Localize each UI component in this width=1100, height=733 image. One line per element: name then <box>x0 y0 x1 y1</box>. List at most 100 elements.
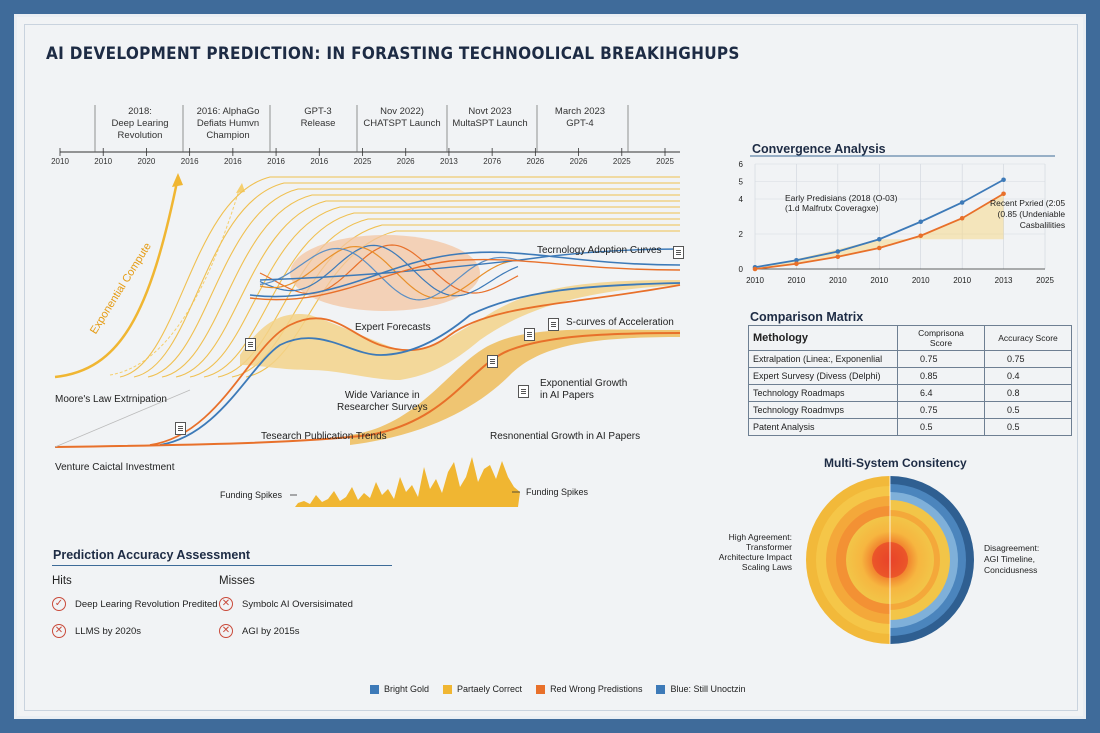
expert-forecasts-label: Expert Forecasts <box>355 322 431 333</box>
y-tick-label: 4 <box>739 195 744 204</box>
research-trend-band <box>350 329 680 445</box>
column-header: Accuracy Score <box>984 325 1072 351</box>
convergence-title: Convergence Analysis <box>752 142 886 156</box>
projection-line <box>217 218 680 378</box>
timeline-tick-label: 2010 <box>51 157 69 166</box>
projection-line <box>203 212 680 378</box>
poster-title: AI DEVELOPMENT PREDICTION: IN FORASTING … <box>46 44 740 64</box>
table-cell: Extralpation (Linea:, Exponenlial <box>748 350 898 368</box>
accuracy-item-label: LLMS by 2020s <box>75 625 142 637</box>
legend-item: Bright Gold <box>370 684 429 694</box>
cross-icon: ✕ <box>52 624 66 638</box>
timeline-tick-label: 2025 <box>353 157 372 166</box>
timeline-event: March 2023 GPT-4 <box>554 106 606 129</box>
recent-period-note: Recent Pxried (2:05 (0.85 (Undeniable Ca… <box>990 198 1066 230</box>
projection-line <box>119 176 680 378</box>
table-cell: 0.5 <box>984 401 1072 419</box>
wave-curve <box>259 245 519 299</box>
expert-forecast-orange <box>149 284 681 446</box>
projection-line <box>189 206 680 378</box>
data-point <box>1001 191 1006 197</box>
timeline-tick-label: 2076 <box>483 157 502 166</box>
timeline-tick-label: 2020 <box>137 157 156 166</box>
document-icon <box>245 338 256 351</box>
misses-heading: Misses <box>219 575 255 587</box>
consistency-radial-chart <box>806 476 974 644</box>
tech-adoption-label: Tecrnology Adoption Curves <box>537 245 662 256</box>
document-icon <box>673 246 684 259</box>
legend: Bright Gold Partaely Correct Red Wrong Pre… <box>370 684 760 694</box>
legend-item: Partaely Correct <box>443 684 522 694</box>
hits-heading: Hits <box>52 575 72 587</box>
accuracy-title: Prediction Accuracy Assessment <box>53 548 251 562</box>
y-tick-label: 5 <box>739 178 744 187</box>
accuracy-item: ✓Deep Learing Revolution Predited <box>52 597 218 611</box>
timeline-tick-label: 2025 <box>656 157 674 166</box>
high-agreement-label: High Agreement: Transformer Architecture… <box>718 532 792 572</box>
legend-label: Blue: Still Unoctzin <box>670 684 746 694</box>
legend-swatch <box>536 684 546 694</box>
accuracy-item: ✕ LLMS by 2020s <box>52 624 141 638</box>
data-point <box>794 257 799 263</box>
table-cell: 0.75 <box>897 350 985 368</box>
table-cell: Expert Survesy (Divess (Delphi) <box>748 367 898 385</box>
projection-line <box>133 182 680 378</box>
timeline-tick-label: 2026 <box>526 157 545 166</box>
x-tick-label: 2025 <box>1036 276 1054 285</box>
legend-item: Red Wrong Predistions <box>536 684 642 694</box>
accuracy-divider <box>52 565 392 566</box>
table-cell: Technology Roadmaps <box>748 384 898 402</box>
y-tick-label: 0 <box>739 265 744 274</box>
consistency-title: Multi-System Consitency <box>824 456 967 470</box>
venture-capital-label: Venture Caictal Investment <box>55 462 175 473</box>
cross-icon: ✕ <box>219 597 233 611</box>
cross-icon: ✕ <box>219 624 233 638</box>
early-predictions-note: Early Predisians (2018 (O-03) (1.d Malfr… <box>785 193 898 213</box>
moores-law-label: Moore's Law Extrnipation <box>55 394 167 405</box>
funding-spikes-right-label: Funding Spikes <box>526 487 589 497</box>
legend-swatch <box>443 684 453 694</box>
timeline-event: Nov 2022) CHATSPT Launch <box>363 106 441 129</box>
x-tick-label: 2010 <box>788 276 806 285</box>
timeline-tick-label: 2025 <box>612 157 631 166</box>
data-point <box>918 233 924 239</box>
funding-spikes-left-label: Funding Spikes <box>220 490 283 500</box>
x-tick-label: 2010 <box>746 276 764 285</box>
data-point <box>918 219 924 225</box>
comparison-matrix-title: Comparison Matrix <box>750 310 864 324</box>
data-point <box>959 215 965 221</box>
x-tick-label: 2010 <box>829 276 847 285</box>
data-point <box>752 266 758 272</box>
timeline-event: 2016: AlphaGo Defiats Humvn Champion <box>196 106 260 141</box>
table-cell: 0.8 <box>984 384 1072 402</box>
exponential-compute-curve <box>54 176 180 379</box>
timeline-tick-label: 2016 <box>310 157 329 166</box>
timeline-tick-label: 2026 <box>569 157 588 166</box>
wave-curve <box>259 244 519 297</box>
legend-label: Red Wrong Predistions <box>550 684 643 694</box>
column-header: Comprisona Score <box>897 325 985 351</box>
document-icon <box>175 422 186 435</box>
x-tick-label: 2010 <box>870 276 888 285</box>
table-cell: 0.5 <box>897 418 985 436</box>
document-icon <box>487 355 498 368</box>
data-point <box>959 200 965 205</box>
x-tick-label: 2010 <box>912 276 930 285</box>
data-point <box>876 236 882 242</box>
timeline-tick-label: 2013 <box>440 157 458 166</box>
table-cell: 0.85 <box>897 367 985 385</box>
document-icon <box>548 318 559 331</box>
accuracy-item: ✕AGI by 2015s <box>219 624 300 638</box>
timeline-tick-label: 2026 <box>396 157 415 166</box>
expert-forecast-blue <box>159 282 681 446</box>
exponential-growth-label: Exponential Growth in AI Papers <box>540 378 628 401</box>
accuracy-item: ✕Symbolc AI Oversisimated <box>219 597 353 611</box>
data-point <box>876 245 882 251</box>
document-icon <box>518 385 529 398</box>
s-curves-label: S-curves of Acceleration <box>566 317 674 328</box>
table-cell: 0.75 <box>984 350 1072 368</box>
y-tick-label: 2 <box>739 230 744 239</box>
